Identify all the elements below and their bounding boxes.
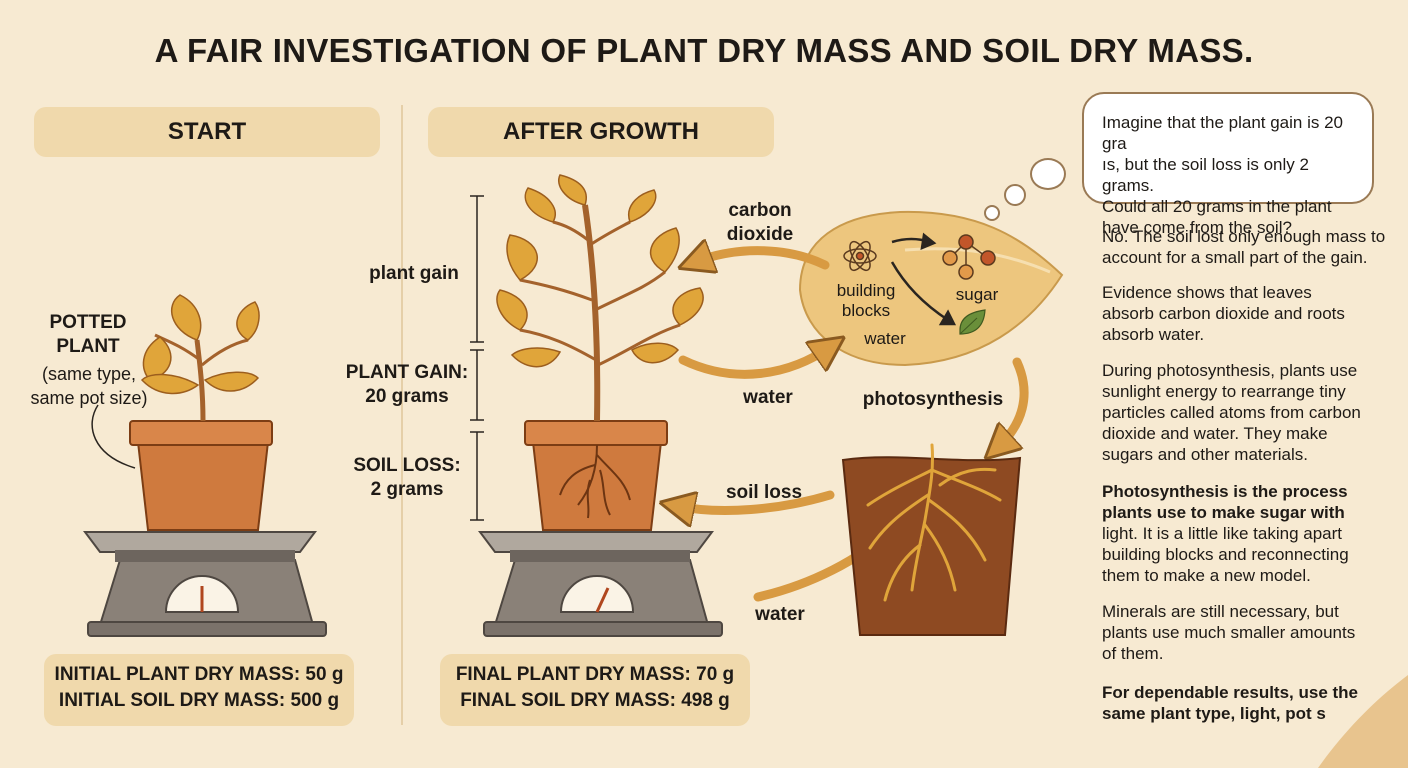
final-plant-mass: FINAL PLANT DRY MASS: 70 g (455, 664, 735, 685)
soil-container (841, 443, 1022, 636)
green-leaf-icon (959, 309, 986, 335)
after-plant (496, 174, 704, 422)
sugar-label: sugar (955, 285, 999, 304)
arrow-to-green-leaf (890, 261, 949, 322)
start-scale (83, 531, 327, 637)
thought-dot-medium (1004, 184, 1026, 206)
photosynthesis-label: photosynthesis (862, 389, 1004, 410)
soil-loss-label: soil loss (725, 482, 803, 503)
thought-bubble: Imagine that the plant gain is 20 gra ıs… (1082, 92, 1374, 237)
soil-loss-value: SOIL LOSS:2 grams (353, 455, 461, 500)
start-plant (140, 294, 260, 422)
after-growth-header: AFTER GROWTH (428, 107, 774, 157)
initial-mass-panel: INITIAL PLANT DRY MASS: 50 g INITIAL SOI… (44, 654, 354, 726)
potted-plant-note: (same type,same pot size) (30, 364, 148, 408)
corner-fold (1318, 675, 1408, 768)
thought-dot-small (984, 205, 1000, 221)
thought-dot-large (1030, 158, 1066, 190)
water-upper-label: water (743, 387, 793, 408)
initial-plant-mass: INITIAL PLANT DRY MASS: 50 g (54, 664, 344, 685)
initial-soil-mass: INITIAL SOIL DRY MASS: 500 g (58, 690, 340, 711)
plant-gain-value: PLANT GAIN:20 grams (345, 362, 469, 407)
final-mass-panel: FINAL PLANT DRY MASS: 70 g FINAL SOIL DR… (440, 654, 750, 726)
arrow-water-upper (678, 347, 830, 379)
start-pot (129, 420, 273, 531)
atom-icon (843, 240, 877, 272)
column-divider (401, 105, 403, 725)
arrow-carbon-dioxide (695, 251, 830, 265)
plant-gain-label: plant gain (369, 263, 459, 284)
arrow-soil-loss (677, 495, 835, 510)
final-soil-mass: FINAL SOIL DRY MASS: 498 g (460, 690, 730, 711)
start-header: START (34, 107, 380, 157)
after-scale (478, 531, 723, 637)
measurement-brackets (470, 195, 484, 521)
leaf-water-label: water (864, 329, 906, 348)
molecule-icon (942, 234, 996, 280)
after-pot (524, 420, 668, 531)
arrow-photosynthesis (998, 357, 1029, 447)
page-title: A FAIR INVESTIGATION OF PLANT DRY MASS A… (154, 32, 1254, 69)
pointer-line (91, 404, 136, 469)
water-lower-label: water (755, 604, 805, 625)
